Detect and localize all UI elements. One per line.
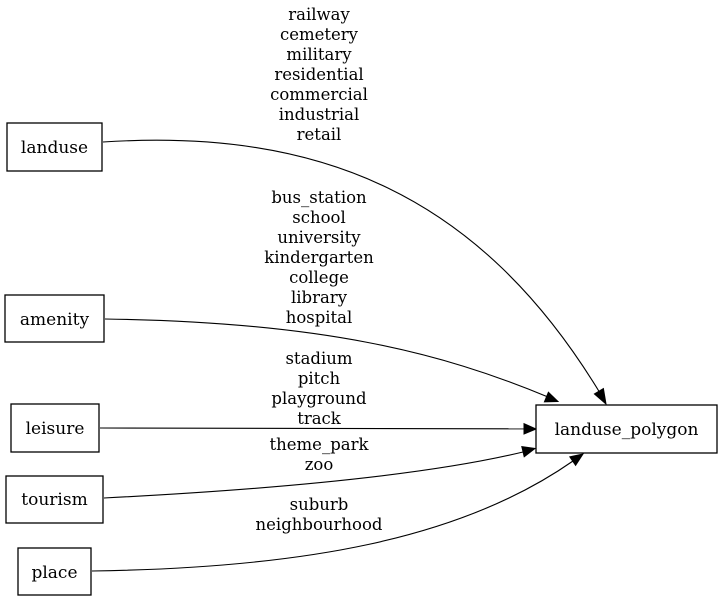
node-place-label: place [31,563,77,583]
edges [91,139,607,572]
edge-amenity-label-4: college [289,268,349,287]
edge-landuse-label-3: residential [274,65,363,84]
node-amenity[interactable]: amenity [4,294,105,343]
edge-landuse-label-6: retail [297,125,342,144]
edge-tourism-label-0: theme_park [270,435,370,454]
node-place[interactable]: place [17,547,92,596]
edge-tourism-path [103,451,524,499]
node-leisure-box [10,403,100,453]
node-leisure-label: leisure [26,419,85,439]
edge-place-arrowhead [568,453,585,467]
node-landuse-label: landuse [21,138,88,158]
node-leisure[interactable]: leisure [10,403,100,453]
edge-place-label-0: suburb [290,495,349,514]
edge-leisure-arrowhead [523,422,538,435]
node-place-box [17,547,92,596]
edge-labels: railway cemetery military residential co… [256,5,383,534]
edge-landuse-label-1: cemetery [280,25,359,44]
edge-place-path [91,460,574,572]
node-landuse-polygon-box [535,404,718,454]
edge-leisure-label-3: track [297,409,342,428]
edge-tourism-arrowhead [521,446,537,458]
edge-tourism-label-1: zoo [305,455,334,474]
node-amenity-label: amenity [20,310,90,330]
edge-landuse-label-5: industrial [279,105,359,124]
edge-amenity-label-3: kindergarten [264,248,374,267]
edge-leisure-label-0: stadium [285,349,352,368]
node-landuse-polygon[interactable]: landuse_polygon [535,404,718,454]
node-landuse-box [6,122,103,172]
node-landuse-polygon-label: landuse_polygon [555,420,699,440]
edge-landuse-label-4: commercial [270,85,368,104]
edge-amenity-label-5: library [291,288,348,307]
edge-landuse-arrowhead [593,387,607,406]
edge-amenity-path [104,318,549,398]
node-landuse[interactable]: landuse [6,122,103,172]
edge-place-label-1: neighbourhood [256,515,383,534]
node-amenity-box [4,294,105,343]
node-tourism[interactable]: tourism [5,475,104,524]
edge-leisure-path [99,427,525,430]
edge-amenity-label-6: hospital [286,308,353,327]
edge-landuse-label-2: military [286,45,352,64]
edge-leisure-label-2: playground [271,389,367,408]
edge-amenity-arrowhead [543,391,560,403]
edge-leisure-label-1: pitch [298,369,341,388]
edge-landuse-label-0: railway [288,5,350,24]
edge-amenity-label-1: school [292,208,345,227]
edge-amenity-label-0: bus_station [271,188,367,207]
edge-landuse-path [102,139,601,394]
edge-amenity-label-2: university [277,228,361,247]
node-tourism-label: tourism [21,490,87,510]
node-tourism-box [5,475,104,524]
